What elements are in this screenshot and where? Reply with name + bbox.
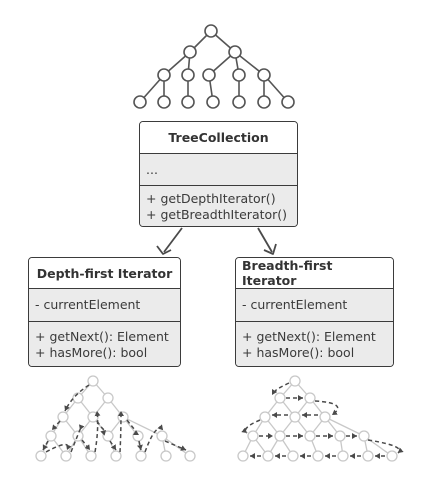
- depth-first-iterator-class: Depth-first Iterator - currentElement + …: [28, 257, 181, 367]
- method: + getNext(): Element: [242, 329, 376, 344]
- method: + getBreadthIterator(): [146, 207, 288, 222]
- tree-collection-class: TreeCollection ... + getDepthIterator() …: [139, 121, 298, 227]
- field: - currentElement: [242, 297, 348, 312]
- field: ...: [146, 161, 158, 177]
- class-title: Breadth-first Iterator: [236, 258, 393, 288]
- class-methods: + getNext(): Element + hasMore(): bool: [29, 321, 180, 366]
- class-methods: + getDepthIterator() + getBreadthIterato…: [140, 185, 297, 226]
- class-methods: + getNext(): Element + hasMore(): bool: [236, 321, 393, 366]
- class-fields: ...: [140, 153, 297, 185]
- traversal-arrow-icon: [42, 384, 187, 453]
- class-fields: - currentElement: [29, 288, 180, 321]
- method: + getDepthIterator(): [146, 191, 276, 206]
- tree-icon: [237, 375, 398, 462]
- field: - currentElement: [35, 297, 141, 312]
- breadth-first-iterator-class: Breadth-first Iterator - currentElement …: [235, 257, 394, 367]
- method: + hasMore(): bool: [242, 345, 355, 360]
- class-fields: - currentElement: [236, 288, 393, 321]
- method: + getNext(): Element: [35, 329, 169, 344]
- tree-icon: [133, 24, 295, 109]
- class-title: Depth-first Iterator: [29, 258, 180, 288]
- class-title: TreeCollection: [140, 122, 297, 153]
- arrow-down-icon: [156, 227, 277, 255]
- method: + hasMore(): bool: [35, 345, 148, 360]
- traversal-arrow-icon: [241, 382, 404, 459]
